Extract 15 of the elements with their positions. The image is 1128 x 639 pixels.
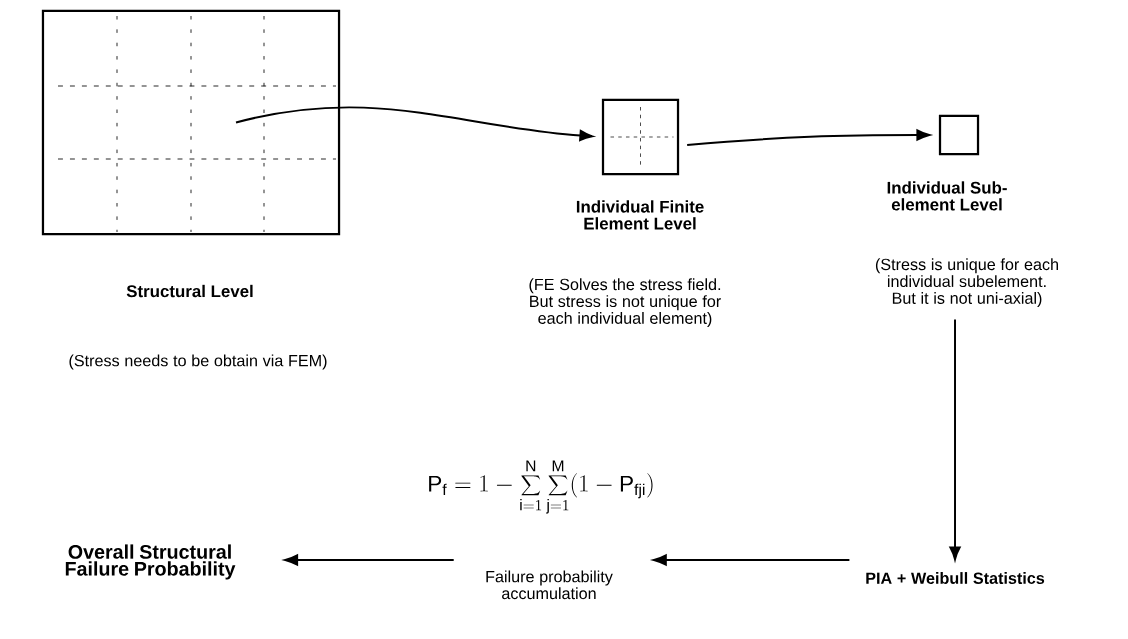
description-text: (Stress is unique for each individual subelement. But it is not uni-axial) [875,258,1058,308]
arrow [284,554,455,566]
formula: $\mathrm{P}_{\mathrm{f}} = 1 - \sum_{\mathrm{i}=1}^{\mathrm{N}}\sum_{\mathrm{j}=1}^{\mathrm{M}}(1 - \mathrm{P}_{\mathrm{fji}})$ [429,460,653,514]
arrow [686,129,931,146]
arrow [949,318,961,561]
level-heading: Structural Level [126,284,253,298]
description-text: (Stress needs to be obtain via FEM) [69,354,327,370]
result-label: Overall Structural Failure Probability [65,544,236,580]
level-heading: Individual Finite Element Level [576,200,704,230]
caption-text: Failure probability accumulation [486,570,613,600]
arrow [235,106,594,142]
level-heading: Individual Sub-element Level [887,181,1007,211]
description-text: (FE Solves the stress field. But stress is not unique for each individual element) [529,278,721,328]
arrow [653,554,851,566]
method-label: PIA + Weibull Statistics [866,572,1045,584]
